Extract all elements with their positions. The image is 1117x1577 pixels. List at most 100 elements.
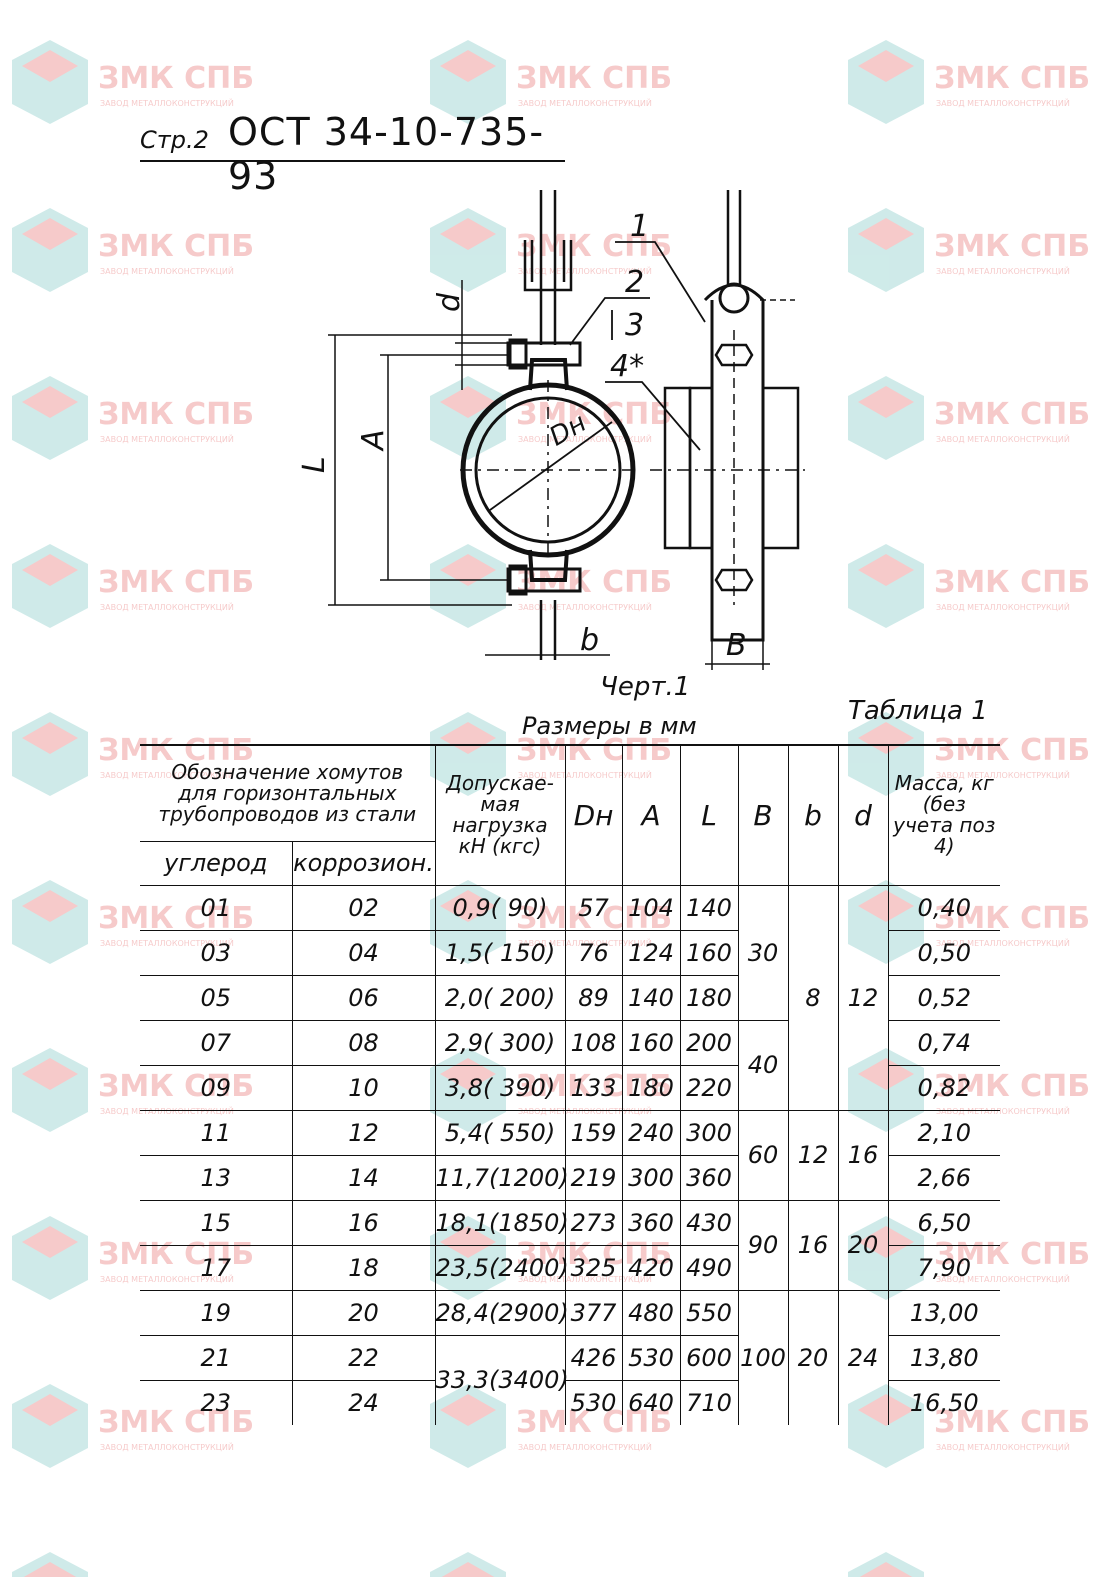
cell-A: 640 [621,1380,681,1425]
label-b: b [580,623,599,658]
label-pos-1: 1 [630,209,649,244]
cell-Dn: 133 [564,1065,623,1111]
side-nut-top [714,343,754,367]
cell-mass: 13,00 [887,1290,1001,1336]
hanger-fork [523,240,573,292]
cell-A: 420 [621,1245,681,1291]
cell-L: 220 [679,1065,739,1111]
header-d: d [837,744,889,886]
watermark-cube-face [22,1058,78,1090]
leader-1 [615,241,706,323]
cell-carbon: 13 [140,1155,292,1201]
cell-L: 200 [679,1020,739,1066]
cell-A: 104 [621,885,681,931]
bolt-top [506,341,582,367]
cell-mass: 13,80 [887,1335,1001,1381]
cell-carbon: 01 [140,885,292,931]
cell-carbon: 23 [200,1388,232,1417]
label-L: L [297,456,332,473]
cell-B-group-4: 90 [737,1200,789,1291]
cell-L: 160 [679,930,739,976]
label-B: B [726,628,747,663]
cell-load: 2,9( 300) [434,1020,566,1066]
cell-d-group-3: 20 [837,1200,889,1291]
clamp-ear-bottom [528,549,569,582]
cell-Dn: 108 [564,1020,623,1066]
cell-B-group-1: 30 [737,885,789,1021]
cell-L: 300 [679,1110,739,1156]
watermark-subtitle: ЗАВОД МЕТАЛЛОКОНСТРУКЦИЙ [100,1441,234,1452]
cell-load: 5,4( 550) [434,1110,566,1156]
cell-b-group-4: 20 [787,1290,839,1425]
drawing-caption: Черт.1 [600,672,691,702]
cell-corrosion: 12 [291,1110,436,1156]
cell-corrosion: 18 [291,1245,436,1291]
cell-Dn: 530 [564,1380,623,1425]
page-label: Стр.2 [140,126,209,154]
cell-Dn: 273 [564,1200,623,1246]
header-mass: Масса, кг (без учета поз 4) [887,744,1001,886]
cell-A: 180 [621,1065,681,1111]
cell-load: 28,4(2900) [434,1290,569,1336]
cell-mass: 2,10 [887,1110,1001,1156]
cell-carbon: 19 [140,1290,292,1336]
header-L: L [679,744,739,886]
watermark-subtitle: ЗАВОД МЕТАЛЛОКОНСТРУКЦИЙ [518,1441,652,1452]
side-nut-bottom [714,568,754,592]
cell-d-group-2: 16 [837,1110,889,1201]
cell-load: 1,5( 150) [434,930,566,976]
cell-mass: 7,90 [887,1245,1001,1291]
cell-A: 300 [621,1155,681,1201]
watermark-cube-icon [12,712,88,796]
cell-carbon: 11 [140,1110,292,1156]
cell-L: 710 [679,1380,739,1425]
cell-carbon: 03 [140,930,292,976]
watermark-cube-icon [12,1552,88,1577]
header-corrosion: коррозион. [291,841,436,886]
cell-b-group-2: 12 [787,1110,839,1201]
cell-A: 140 [621,975,681,1021]
label-d: d [432,292,467,312]
cell-L: 360 [679,1155,739,1201]
cell-mass: 0,52 [887,975,1001,1021]
leader-4 [605,381,701,451]
cell-mass: 0,74 [887,1020,1001,1066]
header-designation: Обозначение хомутов для горизонтальных т… [140,744,436,842]
cell-carbon: 17 [140,1245,292,1291]
cell-Dn: 219 [564,1155,623,1201]
cell-L: 430 [679,1200,739,1246]
watermark-subtitle: ЗАВОД МЕТАЛЛОКОНСТРУКЦИЙ [936,1441,1070,1452]
cell-B-group-3: 60 [737,1110,789,1201]
cell-Dn: 159 [564,1110,623,1156]
cell-carbon: 05 [140,975,292,1021]
bolt-head-top [508,338,528,370]
cell-Dn: 76 [564,930,623,976]
label-A: A [356,429,391,452]
cell-Dn: 377 [564,1290,623,1336]
cell-b-group-1: 8 [787,885,839,1111]
header-B: B [737,744,789,886]
watermark-brand: ЗМК СПБ [934,1573,1090,1577]
cell-Dn: 426 [564,1335,623,1381]
cell-mass: 0,40 [887,885,1001,931]
cell-B-group-2: 40 [737,1020,789,1111]
cell-corrosion: 08 [291,1020,436,1066]
cell-A: 530 [621,1335,681,1381]
cell-corrosion: 16 [291,1200,436,1246]
watermark-cube-face [22,1394,78,1426]
header-Dn: Dн [564,744,623,886]
page-header: Стр.2 ОСТ 34-10-735-93 [140,108,565,198]
cell-Dn: 325 [564,1245,623,1291]
diameter-line [489,421,613,511]
header-load: Допускае-мая нагрузка кН (кгс) [434,744,566,886]
leader-2 [569,297,650,346]
cell-mass: 16,50 [887,1380,1001,1425]
side-pipe-right [761,386,800,550]
cell-load: 3,8( 390) [434,1065,566,1111]
cell-Dn: 89 [564,975,623,1021]
cell-A: 480 [621,1290,681,1336]
cell-L: 490 [679,1245,739,1291]
cell-L: 600 [679,1335,739,1381]
